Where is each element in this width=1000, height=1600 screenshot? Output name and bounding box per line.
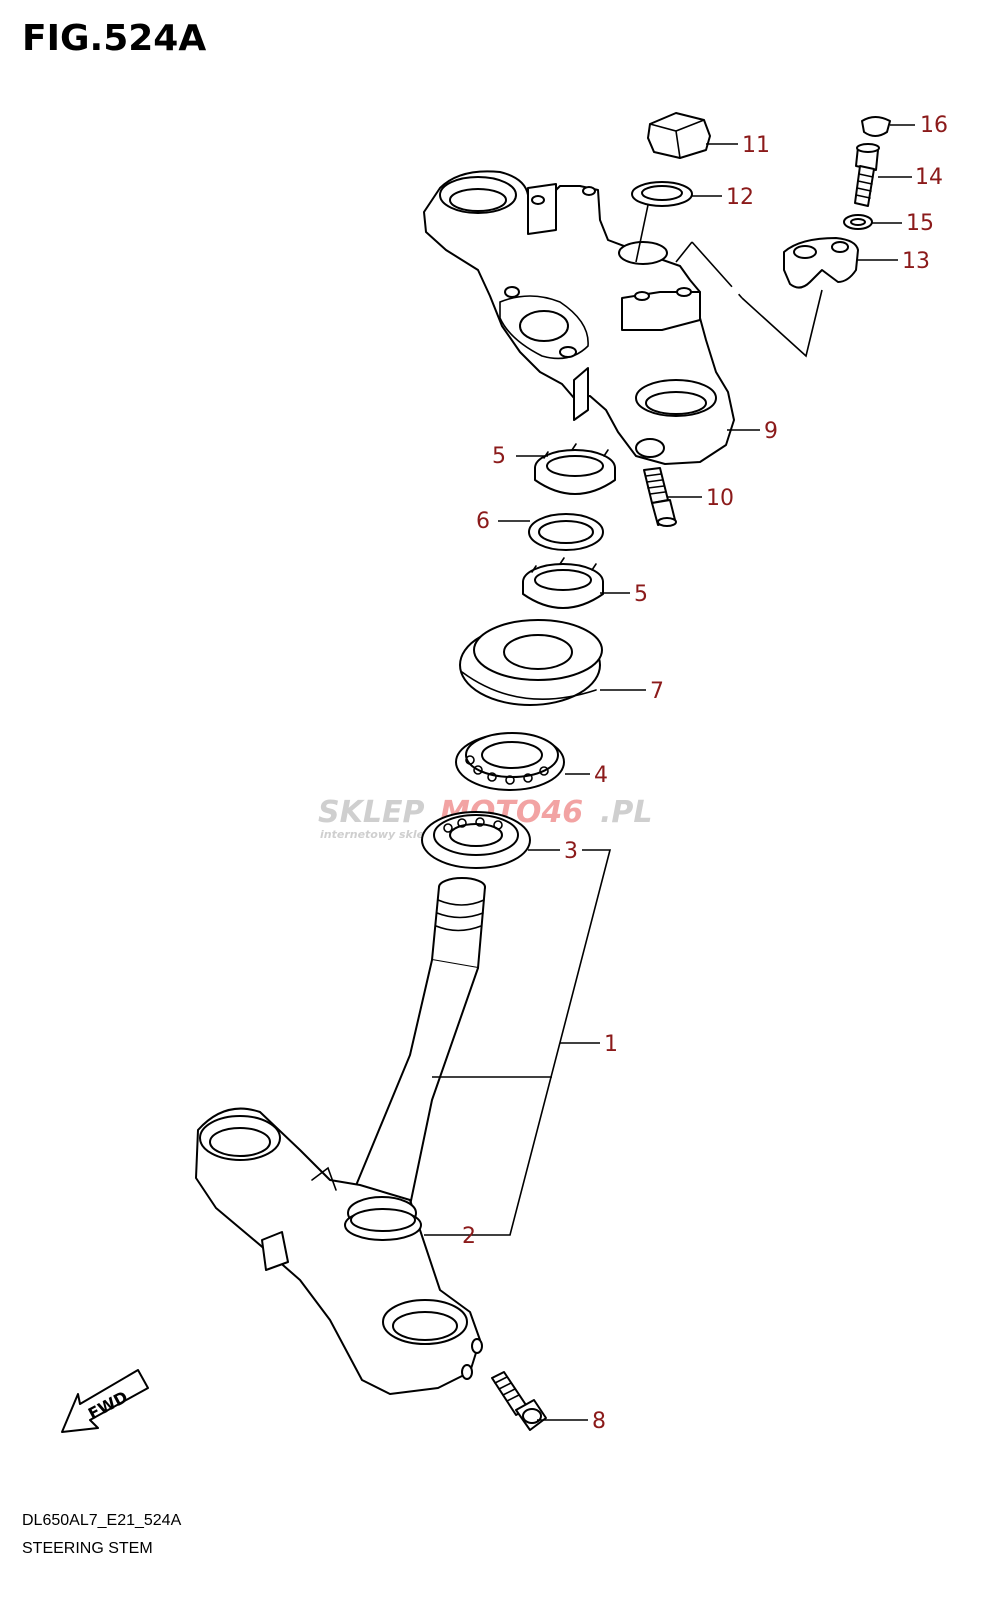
- callout-5-lower: 5: [634, 582, 648, 607]
- part-6-washer: [528, 513, 604, 551]
- callouts: 16 14 15 13 11 12 9 10 5 6 5 7 4 3 1 2 8: [462, 113, 948, 1434]
- callout-10: 10: [706, 486, 734, 511]
- part-2-seal: [344, 1208, 422, 1241]
- callout-5-upper: 5: [492, 444, 506, 469]
- callout-8: 8: [592, 1409, 606, 1434]
- watermark-brand-1: SKLEP: [318, 795, 424, 830]
- part-11-nut: [647, 112, 711, 159]
- leader-lines: [424, 124, 915, 1421]
- callout-4: 4: [594, 763, 608, 788]
- part-5-ring-nut-upper: [534, 443, 616, 495]
- callout-6: 6: [476, 509, 490, 534]
- part-8-bolt: [491, 1371, 547, 1431]
- callout-15: 15: [906, 211, 934, 236]
- callout-16: 16: [920, 113, 948, 138]
- part-9-upper-bracket: [423, 170, 735, 465]
- callout-9: 9: [764, 419, 778, 444]
- part-10-bolt: [643, 467, 677, 527]
- callout-11: 11: [742, 133, 770, 158]
- part-4-bearing: [455, 732, 565, 791]
- part-16-cap: [861, 116, 891, 137]
- callout-14: 14: [915, 165, 943, 190]
- callout-3: 3: [564, 839, 578, 864]
- part-14-bolt: [854, 143, 880, 207]
- part-7-seal: [459, 619, 603, 706]
- part-1-steering-stem: [195, 877, 486, 1395]
- callout-2: 2: [462, 1224, 476, 1249]
- callout-1: 1: [604, 1032, 618, 1057]
- part-3-bearing: [421, 811, 531, 869]
- callout-7: 7: [650, 679, 664, 704]
- fwd-arrow-icon: FWD: [61, 1369, 149, 1433]
- part-12-washer: [631, 181, 693, 207]
- callout-12: 12: [726, 185, 754, 210]
- part-13-holder: [783, 237, 859, 289]
- figure-title: FIG.524A: [22, 18, 207, 59]
- figure-code: DL650AL7_E21_524A: [22, 1512, 182, 1529]
- part-15-washer: [843, 214, 873, 230]
- callout-13: 13: [902, 249, 930, 274]
- watermark-brand-3: .PL: [600, 795, 653, 830]
- figure-name: STEERING STEM: [22, 1540, 153, 1557]
- part-5-ring-nut-lower: [522, 557, 604, 609]
